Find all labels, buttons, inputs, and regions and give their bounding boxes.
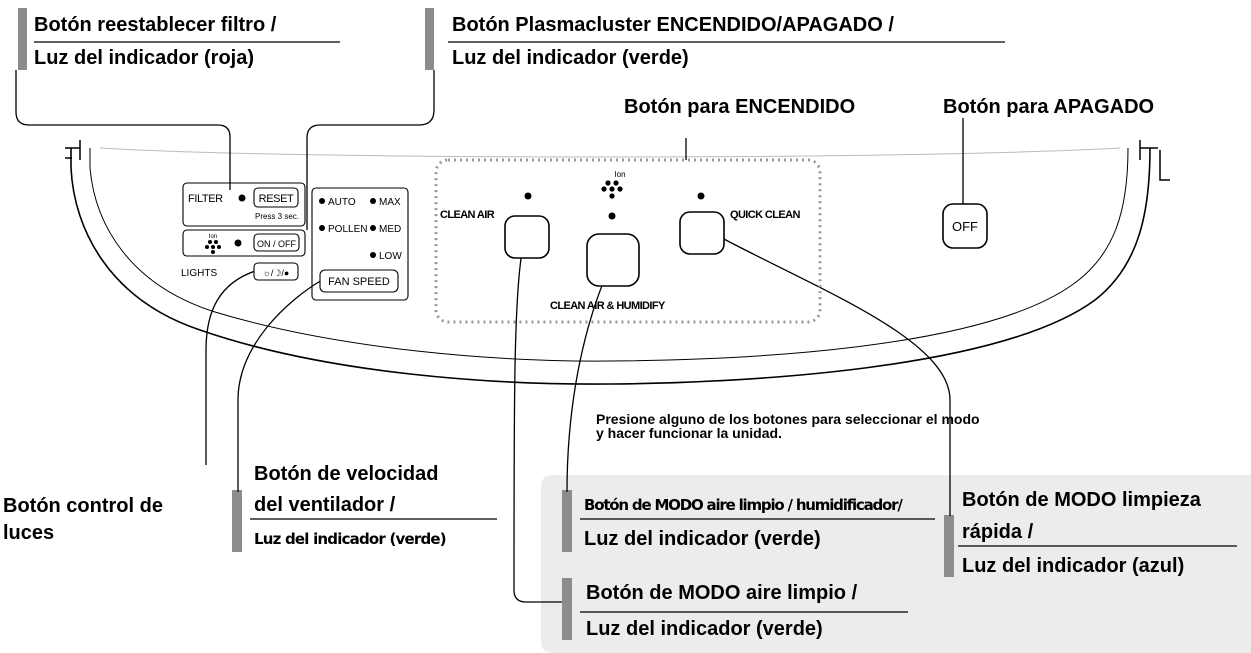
- label-fan-line2: del ventilador /: [254, 494, 396, 516]
- tab-quick: [944, 515, 954, 577]
- device-right-clip: [1139, 140, 1170, 181]
- label-lights-line1: Botón control de: [3, 495, 163, 517]
- max-indicator-light: [370, 198, 376, 204]
- label-humid-line1: Botón de MODO aire limpio / humidificado…: [584, 496, 903, 514]
- label-power-on: Botón para ENCENDIDO: [624, 96, 856, 118]
- clean-air-label: CLEAN AIR: [440, 209, 495, 221]
- quick-clean-button[interactable]: [679, 211, 725, 255]
- low-label: LOW: [379, 251, 402, 262]
- filter-reset-frame: [182, 182, 306, 227]
- lights-label: LIGHTS: [181, 268, 217, 279]
- label-filter-reset-line2: Luz del indicador (roja): [34, 47, 255, 69]
- press-3-sec-label: Press 3 sec.: [255, 212, 299, 221]
- leader-clean-air: [513, 251, 562, 603]
- med-indicator-light: [370, 225, 376, 231]
- max-label: MAX: [379, 197, 401, 208]
- quick-clean-label: QUICK CLEAN: [730, 209, 800, 221]
- lights-button[interactable]: [253, 262, 299, 281]
- ion-mode-icon: [601, 180, 623, 199]
- device-left-clip: [65, 140, 81, 160]
- leader-plasma: [306, 70, 435, 230]
- fan-speed-label: FAN SPEED: [328, 276, 390, 288]
- mode-buttons-area: [434, 158, 822, 324]
- quick-clean-indicator-light: [697, 192, 705, 200]
- reset-button[interactable]: [253, 187, 299, 208]
- tab-humid: [562, 490, 572, 552]
- humidify-indicator-light: [608, 212, 616, 220]
- device-outline: [70, 147, 1151, 385]
- ion-indicator-light: [234, 239, 242, 247]
- ion-on-off-button[interactable]: [253, 233, 300, 252]
- auto-indicator-light: [319, 198, 325, 204]
- device-top-shade: [99, 147, 1121, 158]
- leader-filter: [15, 70, 231, 190]
- device-inner-outline: [89, 147, 1129, 362]
- label-humid-line2: Luz del indicador (verde): [584, 528, 821, 550]
- label-quick-line3: Luz del indicador (azul): [962, 555, 1185, 577]
- clean-air-humidify-label: CLEAN AIR & HUMIDIFY: [550, 300, 666, 312]
- filter-label: FILTER: [188, 193, 223, 205]
- ion-mode-label: Ion: [614, 170, 625, 179]
- fan-speed-frame: [311, 187, 409, 301]
- low-indicator-light: [370, 252, 376, 258]
- label-clean-line1: Botón de MODO aire limpio /: [586, 582, 858, 604]
- leader-fan: [237, 279, 323, 492]
- label-plasma-line2: Luz del indicador (verde): [452, 47, 689, 69]
- label-lights-line2: luces: [3, 522, 55, 544]
- ion-on-off-label: ON / OFF: [257, 239, 296, 249]
- leader-quick: [721, 237, 951, 516]
- pollen-label: POLLEN: [328, 224, 367, 235]
- ion-icon: [205, 240, 221, 254]
- leader-humidify: [566, 261, 613, 493]
- auto-label: AUTO: [328, 197, 356, 208]
- ion-frame: [182, 229, 306, 257]
- med-label: MED: [379, 224, 401, 235]
- pollen-indicator-light: [319, 225, 325, 231]
- tab-fan: [232, 490, 242, 552]
- clean-air-indicator-light: [524, 192, 532, 200]
- label-quick-line1: Botón de MODO limpieza: [962, 489, 1201, 511]
- reset-label: RESET: [259, 193, 294, 205]
- tab-filter: [18, 8, 27, 70]
- tab-plasma: [425, 8, 434, 70]
- label-clean-line2: Luz del indicador (verde): [586, 618, 823, 640]
- leader-lights: [205, 269, 259, 465]
- mode-selection-note: Presione alguno de los botones para sele…: [596, 411, 980, 441]
- off-button[interactable]: [942, 203, 988, 249]
- tab-clean: [562, 578, 572, 640]
- label-plasma-line1: Botón Plasmacluster ENCENDIDO/APAGADO /: [452, 14, 894, 36]
- ion-label-small: Ion: [209, 234, 217, 240]
- label-fan-line3: Luz del indicador (verde): [254, 530, 447, 548]
- clean-air-humidify-button[interactable]: [586, 233, 640, 287]
- label-fan-line1: Botón de velocidad: [254, 463, 439, 485]
- lights-button-label: ☼/☽/●: [263, 268, 290, 278]
- label-quick-line2: rápida /: [962, 521, 1034, 543]
- clean-air-button[interactable]: [504, 215, 550, 259]
- filter-indicator-light: [238, 194, 246, 202]
- fan-speed-button[interactable]: [319, 269, 399, 293]
- label-filter-reset-line1: Botón reestablecer filtro /: [34, 14, 277, 36]
- off-label: OFF: [952, 219, 978, 234]
- label-power-off: Botón para APAGADO: [943, 96, 1155, 118]
